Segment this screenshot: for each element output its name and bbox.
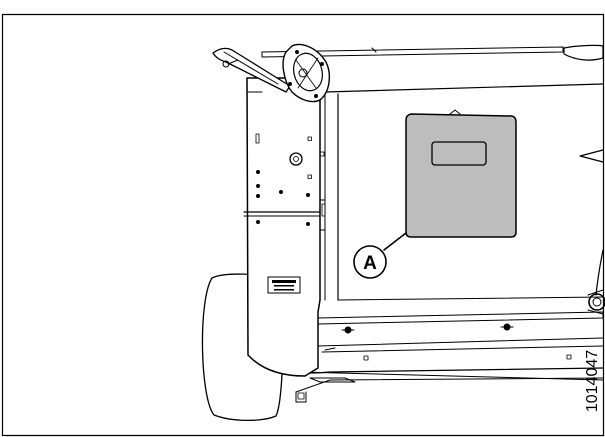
callout-letter: A bbox=[363, 253, 377, 274]
nameplate-decal bbox=[267, 276, 301, 294]
endsheet bbox=[246, 77, 321, 377]
component-a bbox=[405, 113, 517, 238]
upper-right-bracket bbox=[563, 44, 604, 61]
lift-linkage bbox=[212, 47, 291, 93]
interior-panel-top bbox=[324, 83, 604, 93]
endsheet-hole bbox=[289, 152, 303, 166]
component-a-label-recess bbox=[431, 141, 487, 166]
frame-crossbar bbox=[261, 46, 564, 58]
callout-leader bbox=[383, 232, 407, 251]
figure-border bbox=[1, 13, 605, 437]
callout-circle bbox=[353, 245, 387, 279]
